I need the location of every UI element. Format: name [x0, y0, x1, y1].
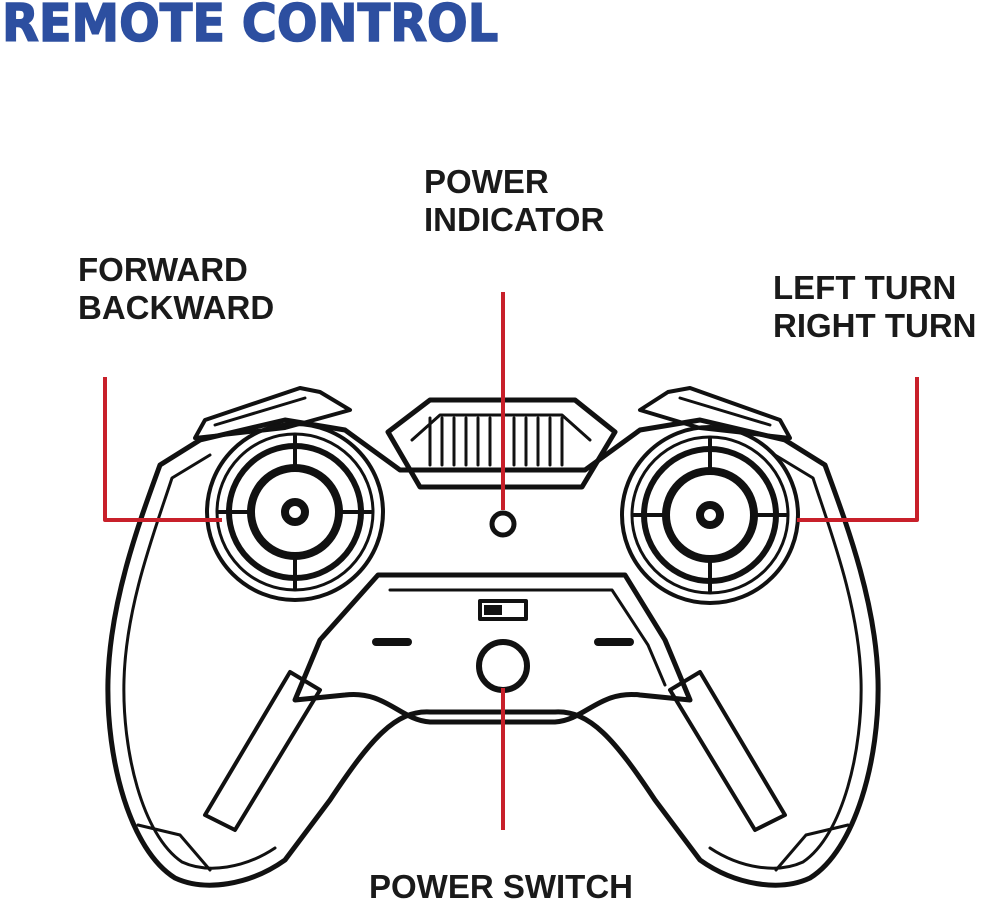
- left-shoulder-detail: [213, 396, 307, 427]
- right-joystick: [620, 425, 800, 605]
- left-shoulder-bumper: [193, 386, 352, 440]
- right-shoulder-detail: [678, 396, 772, 427]
- top-grille-slats: [428, 416, 564, 467]
- label-right-turn-line: RIGHT TURN: [773, 307, 977, 344]
- left-joystick: [205, 422, 385, 602]
- right-grip-tip: [774, 823, 850, 872]
- power-indicator-led: [489, 510, 517, 538]
- leader-forward-backward: [103, 377, 222, 522]
- controller-body-outline: [105, 417, 881, 888]
- label-left-right-turn: LEFT TURN RIGHT TURN: [773, 269, 976, 345]
- controller-body-inner: [122, 453, 277, 870]
- label-power-indicator: POWER INDICATOR: [424, 163, 604, 239]
- label-backward-line: BACKWARD: [78, 289, 275, 326]
- leader-left-right-turn: [797, 377, 919, 522]
- page-title: REMOTE CONTROL: [1, 0, 499, 55]
- label-power-indicator-line-1: POWER: [424, 163, 549, 200]
- center-panel-inner: [388, 588, 667, 687]
- right-shoulder-bumper: [638, 386, 792, 440]
- label-power-switch: POWER SWITCH: [369, 868, 633, 905]
- power-switch-slider: [484, 605, 502, 615]
- label-forward-backward: FORWARD BACKWARD: [78, 251, 274, 327]
- center-panel: [292, 572, 693, 725]
- label-left-turn-line: LEFT TURN: [773, 269, 957, 306]
- leader-lines: [103, 292, 919, 830]
- left-grip-tip: [136, 823, 212, 872]
- left-grip-panel: [203, 670, 322, 832]
- label-forward-line: FORWARD: [78, 251, 248, 288]
- power-switch[interactable]: [478, 599, 528, 621]
- controller-body-inner-right: [708, 453, 863, 870]
- top-grille-housing: [385, 397, 618, 490]
- right-grip-panel: [668, 670, 787, 832]
- power-button-ring: [476, 639, 530, 693]
- label-power-indicator-line-2: INDICATOR: [424, 201, 605, 238]
